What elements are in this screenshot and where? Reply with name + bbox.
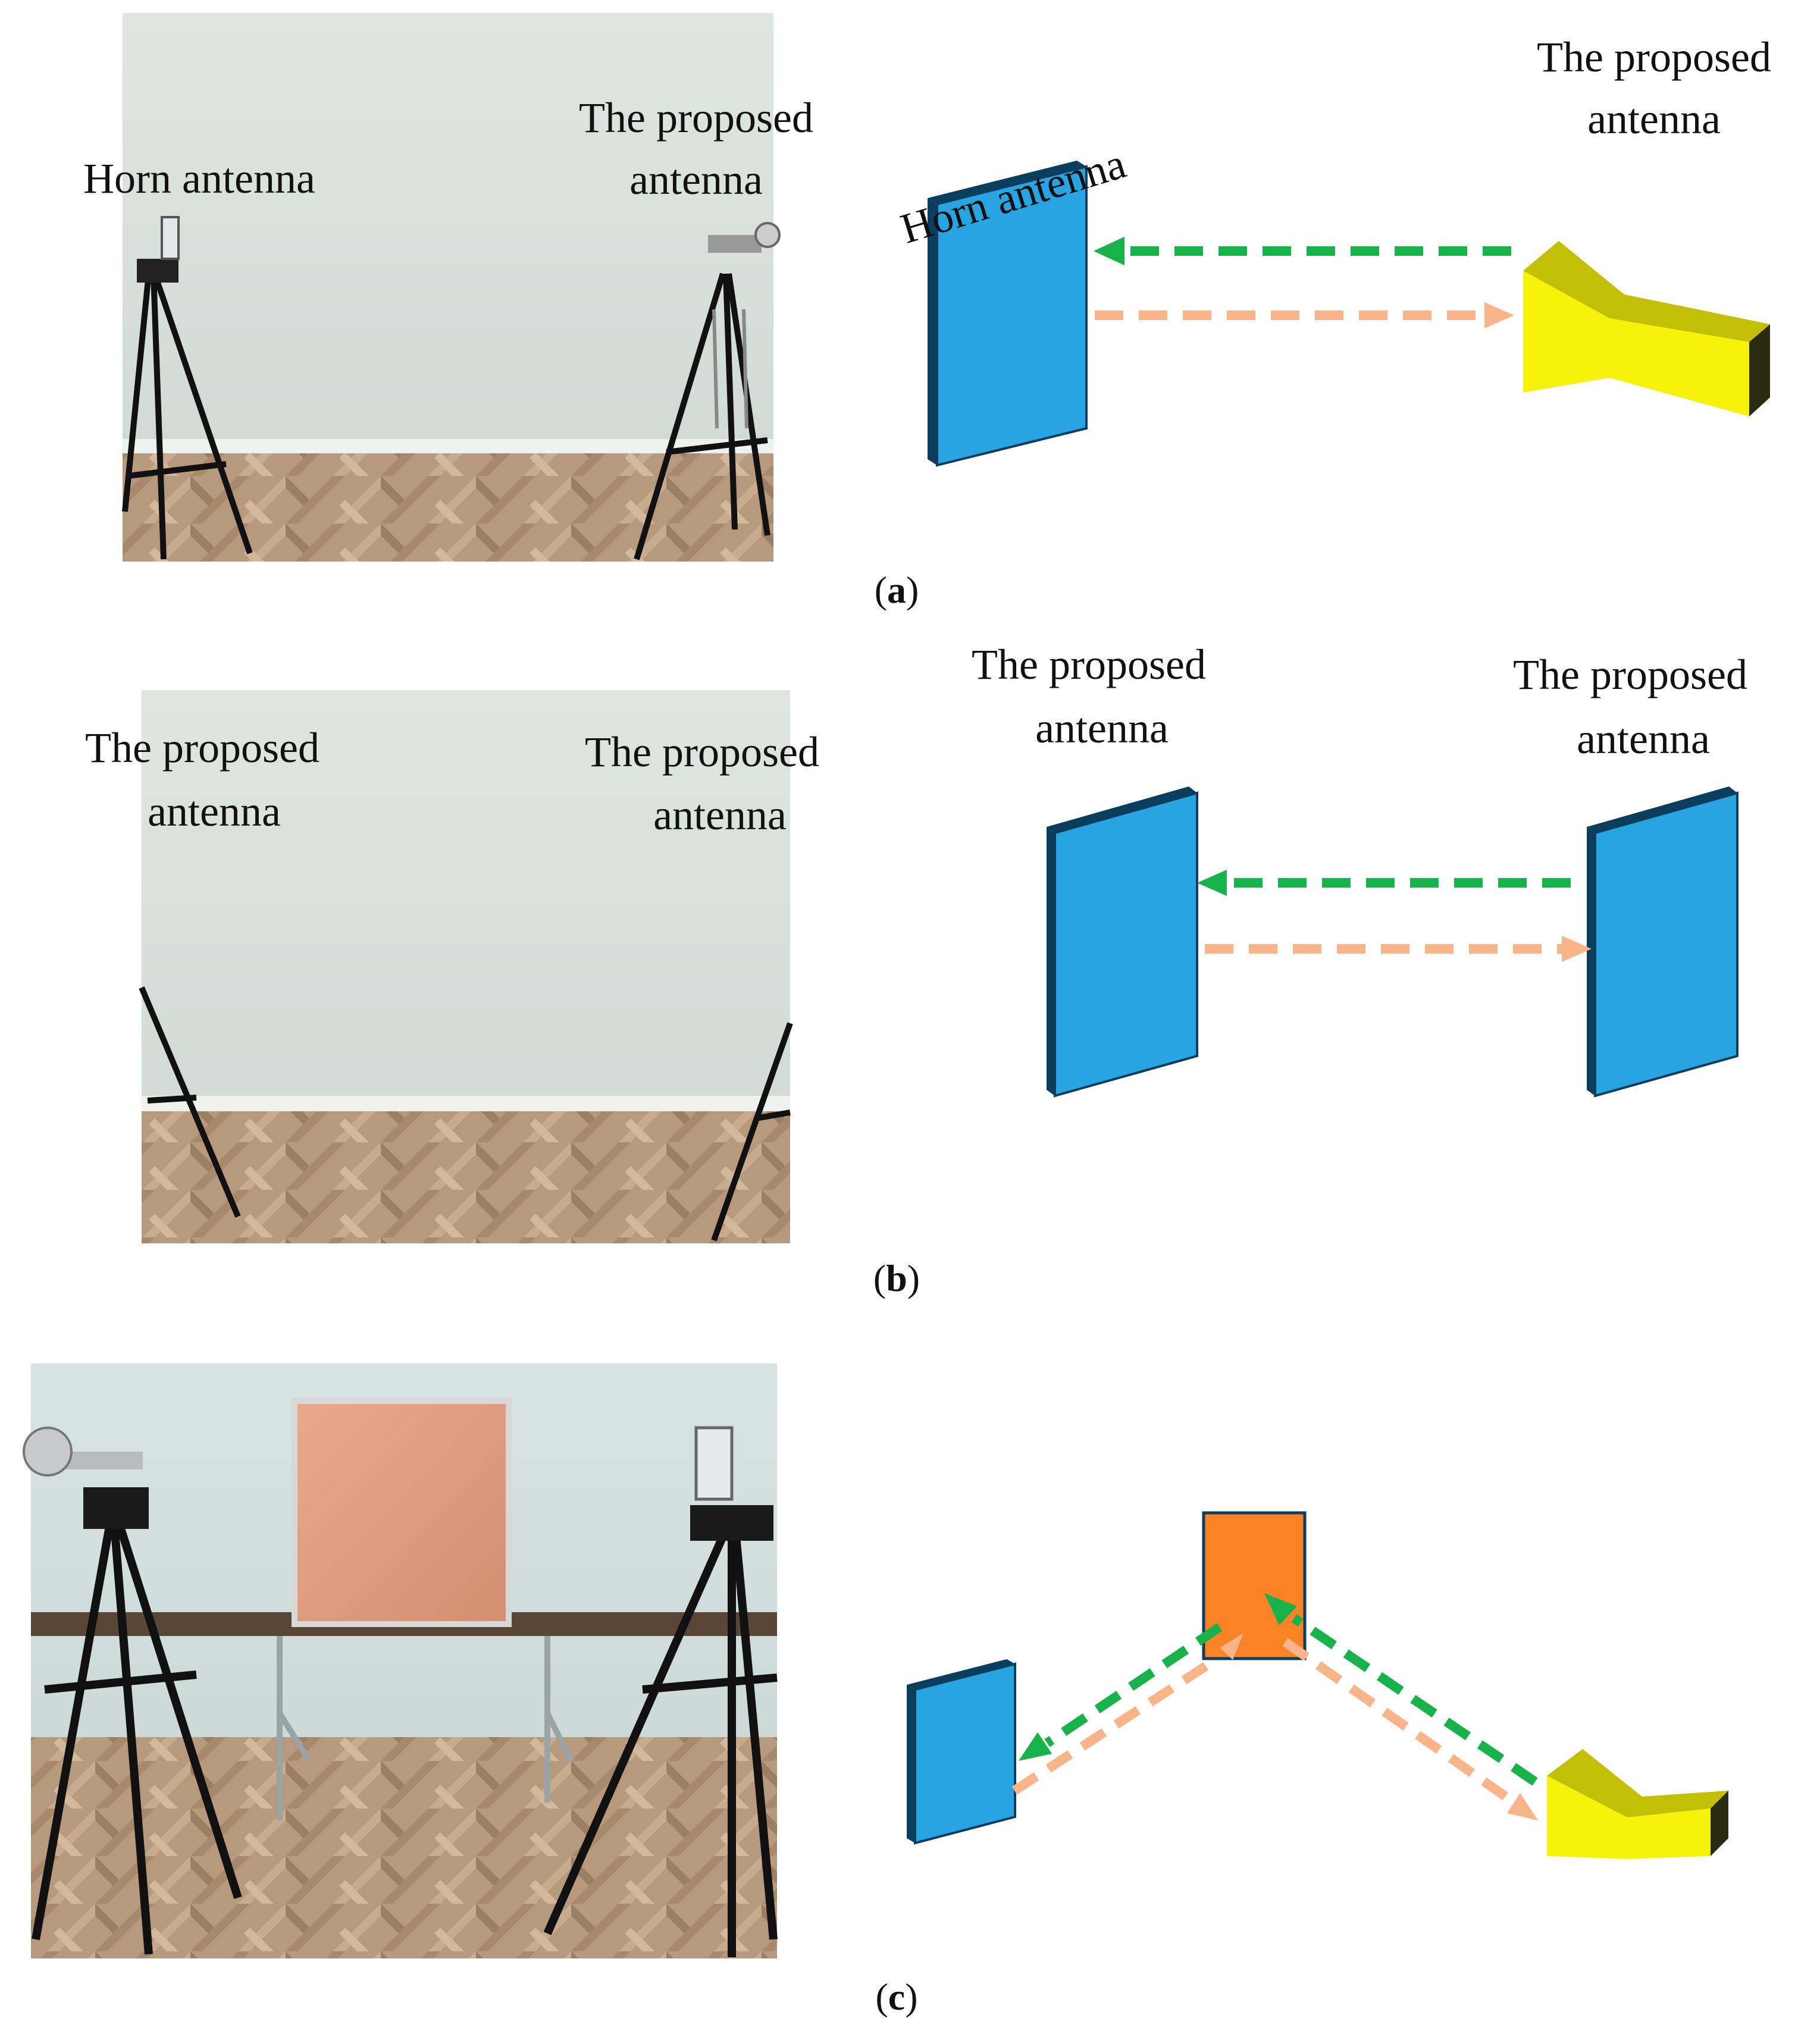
panel-antenna-c — [914, 1662, 1016, 1845]
proposed-antenna-mount-a — [708, 235, 762, 253]
arrowhead-peach-a — [1484, 302, 1514, 328]
panel-antenna-front-a — [936, 165, 1088, 467]
diagram-a-label-proposed-2: antenna — [1587, 95, 1721, 143]
diagram-b — [1047, 786, 1738, 1098]
panel-antenna-top-a — [928, 161, 1086, 204]
tripod-right-c — [543, 1521, 778, 1957]
horn-shape-a — [1523, 241, 1770, 416]
diagram-b-label-right-1: The proposed — [1513, 651, 1747, 698]
photo-b-label-right-2: antenna — [653, 791, 787, 839]
photo-a-label-proposed-1: The proposed — [579, 94, 813, 142]
copper-reflector-photo-c — [292, 1398, 512, 1627]
panel-antenna-left-b — [1054, 791, 1198, 1098]
photo-a-label-horn: Horn antenna — [83, 155, 315, 202]
photo-b-label-left-2: antenna — [148, 788, 281, 835]
diagram-b-label-left-2: antenna — [1035, 704, 1169, 752]
photo-b-label-right-1: The proposed — [585, 728, 819, 776]
tripod-left-c — [32, 1521, 242, 1955]
proposed-antenna-a — [754, 222, 781, 248]
arrowhead-green-c — [1019, 1732, 1052, 1761]
tripod-left-a — [122, 272, 253, 560]
arrowhead-peach-b — [1562, 936, 1592, 962]
reflector-c — [1202, 1511, 1307, 1660]
photo-a-label-proposed-2: antenna — [629, 156, 763, 203]
arrowhead-peach-c — [1507, 1793, 1538, 1820]
photo-c — [23, 1364, 778, 1958]
arrowhead-green-b — [1197, 870, 1227, 896]
diagram-a — [928, 161, 1770, 467]
caption-b: (b) — [873, 1257, 920, 1299]
tripod-right-a — [634, 272, 770, 560]
arrow-green-c-1 — [1291, 1614, 1538, 1786]
arrow-peach-c-1 — [1011, 1657, 1217, 1795]
tripod-legs-b — [139, 986, 793, 1242]
photo-b-label-left-1: The proposed — [85, 724, 319, 772]
arrow-peach-c-2 — [1282, 1638, 1517, 1807]
arrowhead-green-a — [1094, 237, 1124, 265]
arrow-green-c-2 — [1044, 1623, 1223, 1747]
panel-antenna-side-a — [928, 198, 937, 465]
horn-antenna-mount-a — [137, 259, 178, 283]
horn-antenna-a — [161, 216, 180, 260]
diagram-b-label-right-2: antenna — [1577, 715, 1710, 763]
panel-antenna-right-b — [1594, 791, 1738, 1098]
diagram-c — [907, 1511, 1728, 1859]
horn-antenna-photo-c — [694, 1426, 734, 1501]
caption-a: (a) — [874, 569, 919, 611]
diagram-b-label-left-1: The proposed — [972, 641, 1206, 688]
caption-c: (c) — [875, 1976, 918, 2018]
diagram-a-label-proposed-1: The proposed — [1537, 33, 1771, 81]
photo-a — [122, 13, 781, 562]
horn-shape-c — [1547, 1749, 1728, 1859]
photo-b — [139, 690, 793, 1243]
